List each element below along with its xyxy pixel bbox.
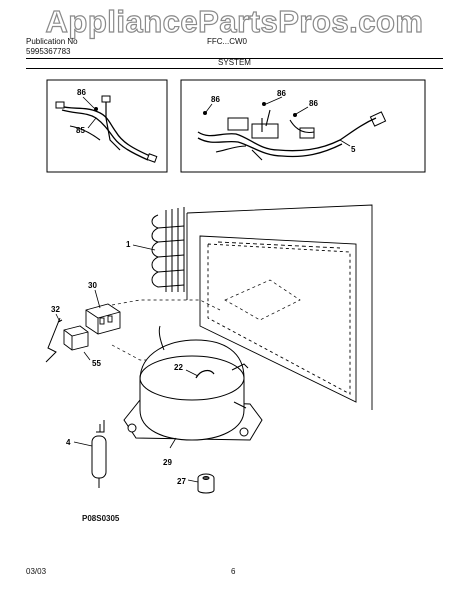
header-rule-top [26, 58, 443, 59]
watermark-logo: AppliancePartsPros.com [45, 3, 424, 39]
drawing-code: P08S0305 [82, 514, 120, 523]
refrigerator-cabinet [186, 204, 373, 410]
callout-22: 22 [174, 363, 183, 372]
callout-55: 55 [92, 359, 101, 368]
relay-overload [85, 303, 121, 335]
callout-4: 4 [66, 438, 71, 447]
callout-86-box2-left: 86 [211, 95, 220, 104]
section-title: SYSTEM [218, 58, 251, 67]
footer-page-number: 6 [231, 567, 236, 576]
footer-date: 03/03 [26, 567, 47, 576]
callout-32: 32 [51, 305, 60, 314]
model-number: FFC...CW0 [207, 37, 247, 46]
assembly-guides [111, 279, 301, 361]
filter-drier [91, 420, 107, 488]
relay-cover [45, 317, 63, 363]
callout-30: 30 [88, 281, 97, 290]
header-rule-bottom [26, 68, 443, 69]
capacitor [63, 325, 89, 351]
wiring-box-left [46, 79, 168, 173]
callout-5: 5 [351, 145, 356, 154]
publication-number: 5995367783 [26, 47, 71, 56]
callout-86-box2-mid: 86 [277, 89, 286, 98]
compressor [123, 325, 263, 441]
grommet [197, 473, 215, 494]
callout-1: 1 [126, 240, 131, 249]
callout-86-left: 86 [77, 88, 86, 97]
callout-27: 27 [177, 477, 186, 486]
compressor-clip [195, 369, 215, 379]
callout-86-box2-right: 86 [309, 99, 318, 108]
publication-label: Publication No [26, 37, 78, 46]
wiring-box-right [180, 79, 426, 173]
callout-29: 29 [163, 458, 172, 467]
callout-85: 85 [76, 126, 85, 135]
condenser-coil [151, 207, 185, 292]
